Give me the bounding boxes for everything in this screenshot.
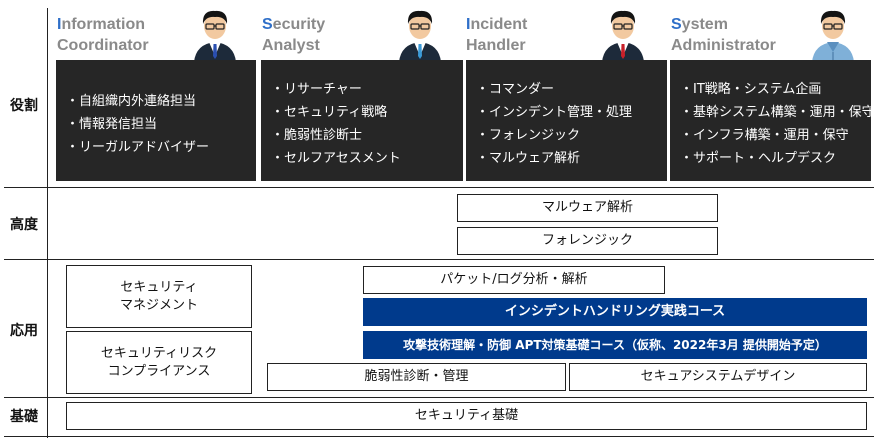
person-worker-icon [812, 10, 854, 62]
role-title-security-analyst: Security Analyst [262, 16, 326, 54]
role-duty: ・リーガルアドバイザー [66, 140, 210, 155]
person-suit-icon [602, 10, 644, 62]
row-divider [4, 259, 874, 260]
row-label-basic: 基礎 [10, 409, 38, 425]
role-duty: ・脆弱性診断士 [271, 128, 363, 143]
role-duty: ・自組織内外連絡担当 [66, 94, 197, 109]
role-duty: ・IT戦略・システム企画 [680, 82, 822, 97]
role-duty: ・セキュリティ戦略 [271, 105, 388, 120]
row-axis-line [47, 8, 48, 438]
role-duty: ・インシデント管理・処理 [476, 105, 633, 120]
role-duty: ・基幹システム構築・運用・保守 [680, 105, 875, 120]
role-duty: ・インフラ構築・運用・保守 [680, 128, 849, 143]
row-divider [4, 436, 874, 437]
role-title-system-administrator: System Administrator [671, 16, 776, 54]
course-security-risk-compliance: セキュリティリスク コンプライアンス [66, 331, 252, 394]
role-duty: ・セルフアセスメント [271, 151, 401, 166]
role-duty: ・マルウェア解析 [476, 151, 581, 166]
row-divider [4, 187, 874, 188]
course-apt-defense: 攻撃技術理解・防御 APT対策基礎コース（仮称、2022年3月 提供開始予定） [363, 331, 867, 359]
course-security-management: セキュリティ マネジメント [66, 265, 252, 328]
role-box-system-administrator: ・IT戦略・システム企画 ・基幹システム構築・運用・保守 ・インフラ構築・運用・… [670, 60, 875, 181]
course-incident-handling: インシデントハンドリング実践コース [363, 298, 867, 326]
role-box-security-analyst: ・リサーチャー ・セキュリティ戦略 ・脆弱性診断士 ・セルフアセスメント [261, 60, 463, 181]
role-title-information-coordinator: Information Coordinator [57, 16, 149, 54]
course-secure-system-design: セキュアシステムデザイン [569, 363, 867, 391]
role-duty: ・リサーチャー [271, 82, 362, 97]
role-duty: ・情報発信担当 [66, 117, 158, 132]
role-title-incident-handler: Incident Handler [466, 16, 528, 54]
course-security-basics: セキュリティ基礎 [66, 402, 867, 430]
row-divider [4, 397, 874, 398]
course-forensics: フォレンジック [457, 227, 718, 255]
person-suit-icon [399, 10, 441, 62]
course-malware-analysis: マルウェア解析 [457, 194, 718, 222]
course-vulnerability-assessment: 脆弱性診断・管理 [267, 363, 566, 391]
role-duty: ・コマンダー [476, 82, 555, 97]
row-label-advanced: 高度 [10, 217, 38, 233]
role-duty: ・サポート・ヘルプデスク [680, 151, 837, 166]
row-label-applied: 応用 [10, 323, 38, 339]
person-suit-icon [194, 10, 236, 62]
course-packet-log-analysis: パケット/ログ分析・解析 [363, 266, 665, 294]
role-duty: ・フォレンジック [476, 128, 581, 143]
row-label-role: 役割 [10, 98, 38, 114]
role-box-incident-handler: ・コマンダー ・インシデント管理・処理 ・フォレンジック ・マルウェア解析 [466, 60, 667, 181]
role-box-information-coordinator: ・自組織内外連絡担当 ・情報発信担当 ・リーガルアドバイザー [56, 60, 256, 181]
